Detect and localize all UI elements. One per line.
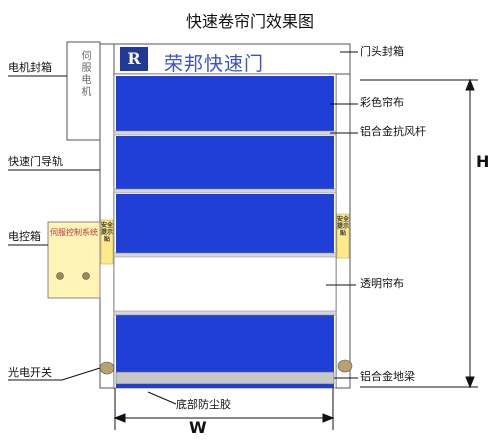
motor-box bbox=[66, 41, 101, 141]
label-door-head-box: 门头封箱 bbox=[360, 45, 404, 58]
dimension-height-label: H bbox=[476, 152, 490, 171]
safety-sticker-right-text: 安全提示贴 bbox=[337, 216, 350, 237]
wind-bar-3 bbox=[113, 252, 337, 258]
control-box-text: 伺服控制系统 bbox=[50, 228, 98, 237]
photo-sensor-right bbox=[337, 359, 353, 373]
label-clear-curtain: 透明帘布 bbox=[360, 277, 404, 290]
brand-logo: R bbox=[120, 47, 148, 71]
photo-sensor-left bbox=[99, 361, 115, 375]
control-box bbox=[47, 221, 101, 299]
door-head-box bbox=[113, 43, 351, 75]
safety-sticker-left bbox=[100, 219, 114, 265]
safety-sticker-right bbox=[336, 213, 350, 259]
bottom-seal bbox=[116, 384, 334, 388]
leader-lines-right bbox=[326, 51, 358, 379]
motor-box-text: 伺服电机 bbox=[79, 50, 90, 98]
left-guide-rail bbox=[99, 43, 115, 389]
label-control-box: 电控箱 bbox=[8, 230, 41, 243]
floor-beam bbox=[115, 371, 335, 385]
label-motor-box: 电机封箱 bbox=[8, 61, 52, 74]
label-bottom-seal: 底部防尘胶 bbox=[176, 398, 231, 411]
dimension-width-label: W bbox=[189, 418, 207, 437]
color-curtain-panel-1 bbox=[116, 76, 334, 132]
label-color-curtain: 彩色帘布 bbox=[360, 96, 404, 109]
brand-name: 荣邦快速门 bbox=[164, 53, 265, 75]
leader-lines-left bbox=[8, 75, 101, 381]
label-photo-switch: 光电开关 bbox=[8, 366, 52, 379]
color-curtain-panel-3 bbox=[116, 194, 334, 254]
label-wind-bar: 铝合金抗风杆 bbox=[360, 125, 426, 138]
brand-logo-letter: R bbox=[127, 49, 141, 68]
label-guide-rail: 快速门导轨 bbox=[8, 155, 63, 168]
wind-bar-2 bbox=[113, 188, 337, 194]
safety-sticker-left-text: 安全提示贴 bbox=[101, 222, 114, 243]
wind-bar-1 bbox=[113, 130, 337, 136]
color-curtain-panel-4 bbox=[116, 314, 334, 372]
color-curtain-panel-2 bbox=[116, 136, 334, 190]
width-dimension bbox=[113, 388, 335, 430]
control-knob-2 bbox=[82, 272, 90, 280]
control-knob-1 bbox=[56, 272, 64, 280]
wind-bar-4 bbox=[113, 310, 337, 316]
diagram-title: 快速卷帘门效果图 bbox=[185, 12, 314, 31]
bottom-seal-leader bbox=[147, 391, 177, 405]
height-dimension bbox=[360, 78, 478, 389]
label-floor-beam: 铝合金地梁 bbox=[360, 370, 415, 383]
